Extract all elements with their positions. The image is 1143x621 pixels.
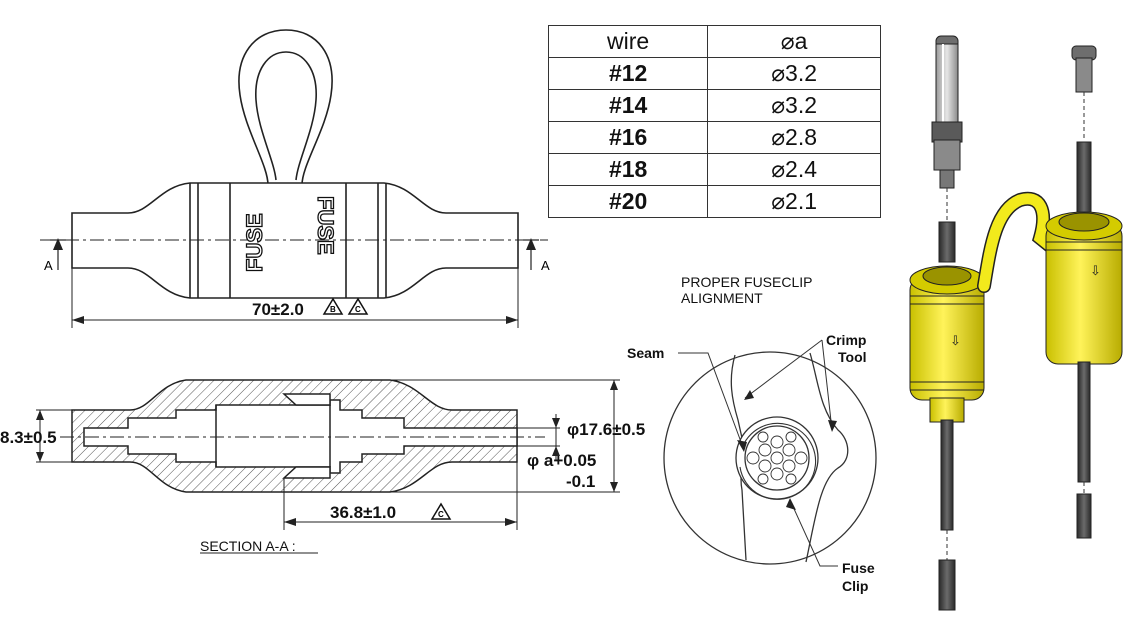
svg-text:C: C xyxy=(355,305,361,314)
table-header-row: wire ⌀a xyxy=(547,25,881,58)
top-view xyxy=(40,29,548,328)
left-wire-assembly: ⇩ xyxy=(909,35,985,611)
section-outer-dia-dim: φ17.6±0.5 xyxy=(567,420,645,439)
fuse-label-left: FUSE xyxy=(242,213,267,272)
wire-cell: #14 xyxy=(547,89,709,122)
alignment-title-2: ALIGNMENT xyxy=(681,290,763,306)
section-left-dim: 8.3±0.5 xyxy=(0,428,57,447)
clip-label-1: Fuse xyxy=(842,560,875,576)
clip-label-2: Clip xyxy=(842,578,868,594)
section-bore-dim: φ a+0.05 xyxy=(527,451,596,470)
wire-cell: #12 xyxy=(547,57,709,90)
length-dim-top: 70±2.0 xyxy=(252,300,304,319)
crimp-arrow-icon-2 xyxy=(828,420,837,432)
wire-cell: #16 xyxy=(547,121,709,154)
seam-arrow-icon xyxy=(737,440,747,452)
table-row: #16⌀2.8 xyxy=(547,121,881,154)
section-caption: SECTION A-A : xyxy=(200,538,296,554)
crimp-label-2: Tool xyxy=(838,349,867,365)
alignment-view xyxy=(663,339,877,567)
arrow-mark-icon: ⇩ xyxy=(950,333,961,348)
fuse-loop xyxy=(238,29,333,186)
section-bore-tol: -0.1 xyxy=(566,472,595,491)
render-3d: ⇩ ⇩ xyxy=(909,35,1123,611)
diameter-cell: ⌀3.2 xyxy=(707,89,881,122)
crimp-label-1: Crimp xyxy=(826,332,866,348)
header-diameter: ⌀a xyxy=(707,25,881,58)
flag-c-icon-section: C xyxy=(430,502,452,520)
section-view xyxy=(36,379,620,554)
table-row: #14⌀3.2 xyxy=(547,89,881,122)
wire-cell: #18 xyxy=(547,153,709,186)
diameter-cell: ⌀2.1 xyxy=(707,185,881,218)
flag-b-icon: B xyxy=(322,297,344,315)
alignment-title-1: PROPER FUSECLIP xyxy=(681,274,812,290)
seam-label: Seam xyxy=(627,345,664,361)
diameter-cell: ⌀2.4 xyxy=(707,153,881,186)
fuse-label-right: FUSE xyxy=(313,196,338,255)
clip-arrow-icon xyxy=(786,498,796,510)
table-row: #18⌀2.4 xyxy=(547,153,881,186)
wire-cell: #20 xyxy=(547,185,709,218)
wire-size-table: wire ⌀a #12⌀3.2 #14⌀3.2 #16⌀2.8 #18⌀2.4 … xyxy=(547,25,881,218)
table-row: #12⌀3.2 xyxy=(547,57,881,90)
header-wire: wire xyxy=(547,25,709,58)
section-length-dim: 36.8±1.0 xyxy=(330,503,396,522)
section-mark-left: A xyxy=(44,258,53,273)
section-mark-right: A xyxy=(541,258,550,273)
diameter-cell: ⌀3.2 xyxy=(707,57,881,90)
flag-c-icon: C xyxy=(347,297,369,315)
diameter-cell: ⌀2.8 xyxy=(707,121,881,154)
right-wire-assembly: ⇩ xyxy=(1045,45,1123,539)
svg-text:C: C xyxy=(438,510,444,519)
crimp-arrow-icon xyxy=(744,390,754,400)
svg-text:⇩: ⇩ xyxy=(1090,263,1101,278)
svg-text:B: B xyxy=(330,305,336,314)
table-row: #20⌀2.1 xyxy=(547,185,881,218)
